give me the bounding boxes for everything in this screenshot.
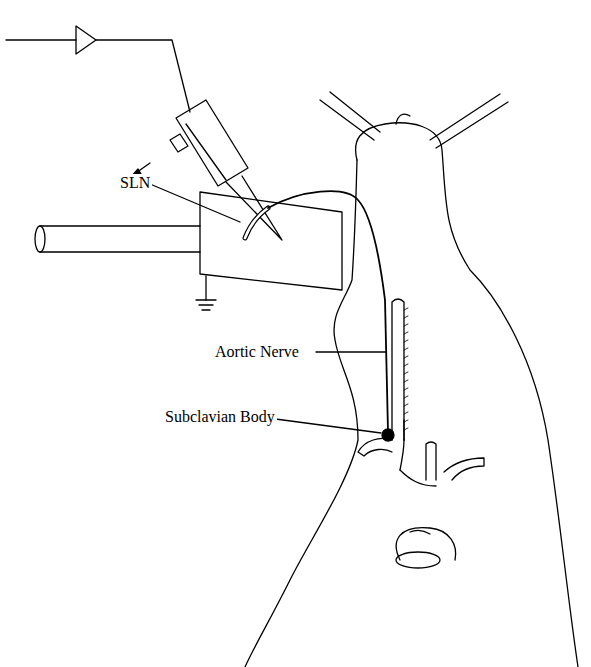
- cut-vessels: [320, 92, 508, 148]
- part-label: Aortic Nerve: [213, 343, 301, 361]
- part-label: Subclavian Body: [163, 408, 277, 426]
- leader-line: [150, 184, 240, 222]
- hatch-stroke: [404, 364, 408, 366]
- hatch-stroke: [404, 428, 408, 430]
- hatch-stroke: [404, 340, 408, 342]
- vessel-bump: [396, 114, 410, 124]
- input-wire: [6, 39, 76, 40]
- hatch-stroke: [404, 420, 408, 422]
- nerve-segment-core: [245, 208, 268, 238]
- electrode-wire: [96, 40, 190, 112]
- hatch-stroke: [404, 388, 408, 390]
- aortic-nerve: [268, 191, 388, 432]
- hatch-stroke: [404, 412, 408, 414]
- hatch-stroke: [404, 396, 408, 398]
- hatch-stroke: [404, 348, 408, 350]
- hatch-stroke: [404, 380, 408, 382]
- hatch-stroke: [404, 404, 408, 406]
- subclavian-artery: [358, 299, 484, 568]
- leader-line: [316, 351, 386, 352]
- hatch-stroke: [404, 332, 408, 334]
- recording-chamber: [35, 192, 342, 310]
- hatch-stroke: [404, 316, 408, 318]
- leader-line: [268, 418, 381, 433]
- hatch-stroke: [404, 356, 408, 358]
- amplifier-symbol: [76, 26, 96, 54]
- nerve-segment: [245, 208, 268, 238]
- part-label: SLN: [118, 174, 152, 192]
- hatch-stroke: [404, 308, 408, 310]
- vessel-hatching: [404, 308, 408, 430]
- heart-outline: [356, 123, 578, 667]
- hatch-stroke: [404, 324, 408, 326]
- hatch-stroke: [404, 372, 408, 374]
- electrode-holder: [170, 100, 282, 240]
- subclavian-body: [382, 429, 394, 441]
